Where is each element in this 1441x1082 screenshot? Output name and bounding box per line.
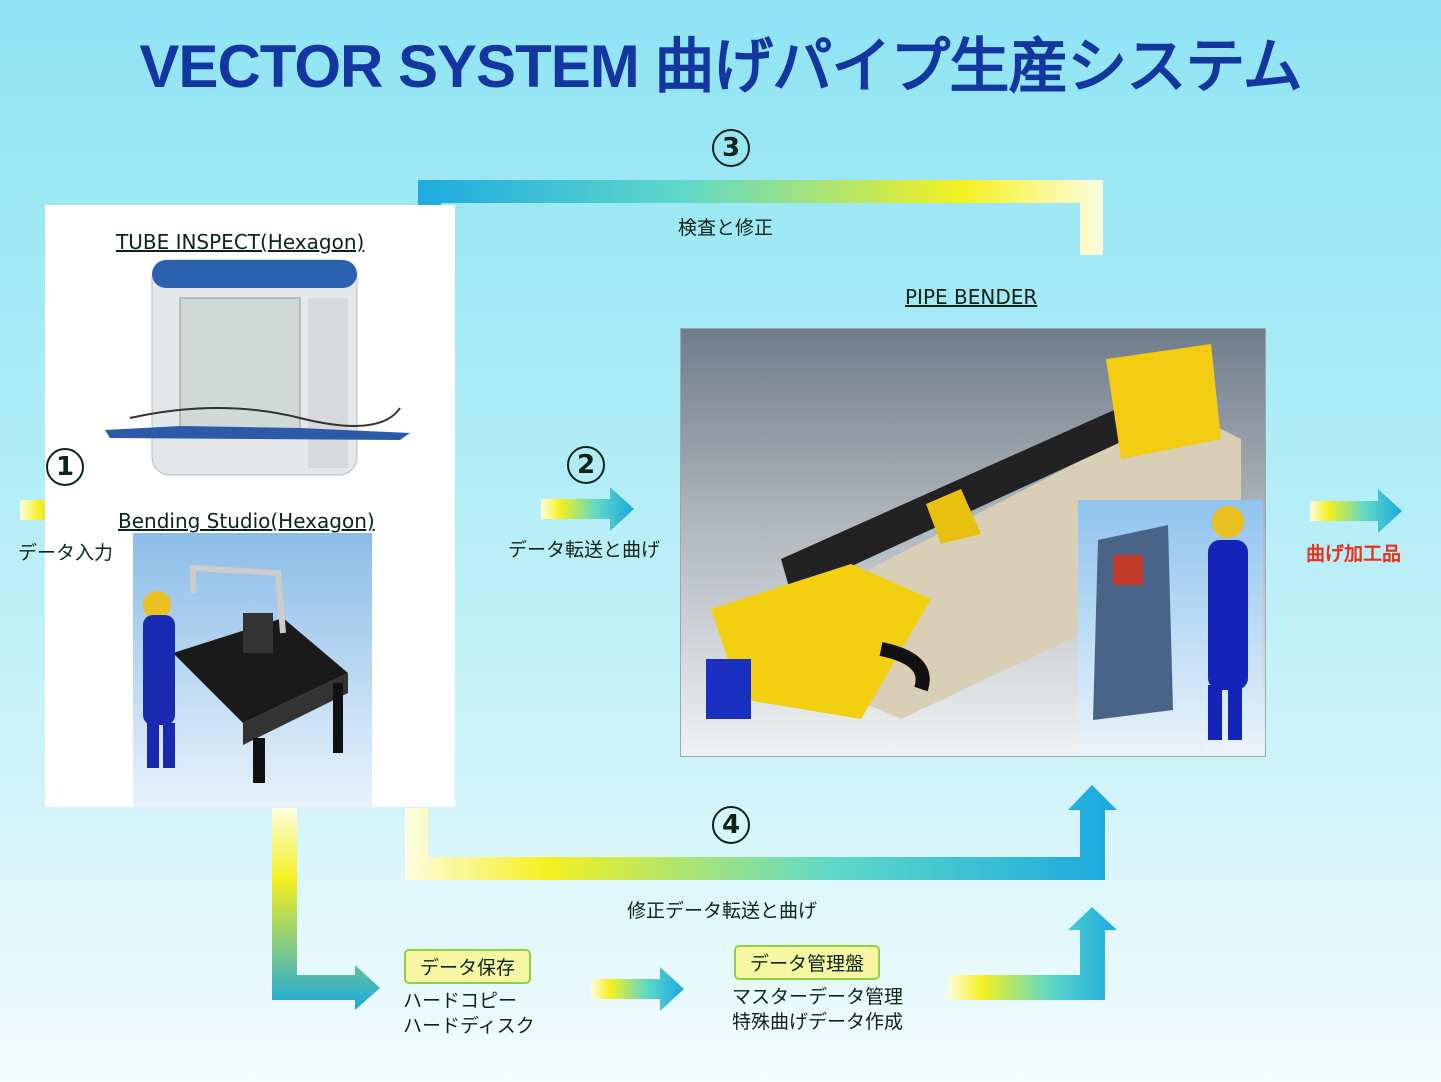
storage-line: ハードディスク bbox=[403, 1015, 535, 1037]
tube-inspect-label: TUBE INSPECT(Hexagon) bbox=[116, 230, 365, 254]
step3-number: 3 bbox=[712, 129, 750, 167]
arrow-storage-to-management bbox=[591, 967, 684, 1011]
data-management-tag: データ管理盤 bbox=[734, 945, 881, 980]
step3-label: 検査と修正 bbox=[678, 217, 774, 239]
operator-panel-image bbox=[1078, 500, 1263, 755]
storage-details: ハードコピー ハードディスク bbox=[403, 989, 535, 1039]
pipe-bender-label: PIPE BENDER bbox=[905, 285, 1038, 309]
step2-label: データ転送と曲げ bbox=[508, 539, 661, 561]
arrow-to-storage bbox=[272, 808, 380, 1010]
arrow-step4 bbox=[405, 785, 1117, 880]
output-label: 曲げ加工品 bbox=[1306, 543, 1402, 565]
tube-inspect-image bbox=[100, 258, 415, 480]
bending-studio-label: Bending Studio(Hexagon) bbox=[118, 509, 375, 533]
data-storage-tag: データ保存 bbox=[404, 949, 532, 984]
arrow-output bbox=[1310, 489, 1402, 533]
arrow-step3 bbox=[405, 180, 1103, 276]
step2-number: 2 bbox=[567, 446, 605, 484]
management-line: 特殊曲げデータ作成 bbox=[732, 1011, 904, 1033]
step1-label: データ入力 bbox=[18, 542, 114, 564]
storage-line: ハードコピー bbox=[403, 990, 518, 1012]
step4-label: 修正データ転送と曲げ bbox=[627, 900, 818, 922]
step4-number: 4 bbox=[712, 806, 750, 844]
arrow-to-bender bbox=[948, 907, 1117, 1000]
arrow-step2 bbox=[541, 487, 634, 531]
page-title: VECTOR SYSTEM 曲げパイプ生産システム bbox=[139, 33, 1302, 100]
bending-studio-image bbox=[133, 533, 372, 807]
management-details: マスターデータ管理 特殊曲げデータ作成 bbox=[732, 985, 903, 1035]
management-line: マスターデータ管理 bbox=[732, 986, 904, 1008]
step1-number: 1 bbox=[46, 448, 84, 486]
